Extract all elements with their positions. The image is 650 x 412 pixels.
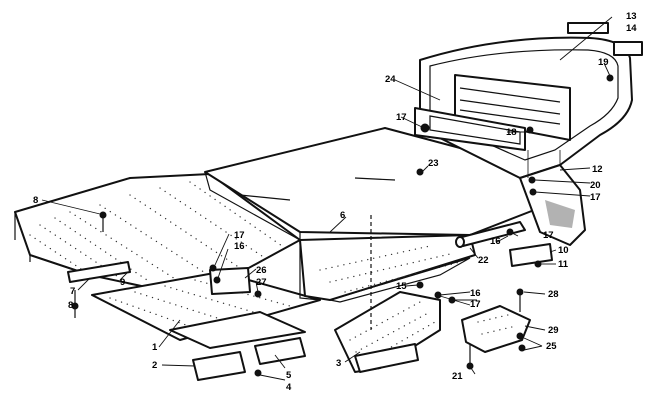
callout-17a: 17 [234,230,245,241]
callout-10: 10 [558,245,569,256]
callout-8b: 8 [68,300,73,311]
bracket-10 [509,243,553,267]
nut-16b [213,276,221,284]
step-bracket [334,291,441,373]
footrest-plate [91,271,321,349]
callout-15: 15 [396,281,407,292]
callout-7: 7 [70,286,75,297]
callout-24: 24 [385,74,396,85]
decal-13 [567,22,609,34]
callout-17c: 17 [543,230,554,241]
screw-23 [416,168,424,176]
callout-3: 3 [336,358,341,369]
callout-27: 27 [256,277,267,288]
callout-25: 25 [546,341,557,352]
callout-4: 4 [286,382,292,393]
callout-8a: 8 [33,195,38,206]
decal-2 [192,351,246,381]
decal-14 [613,41,643,56]
callout-labels: 1 2 3 4 5 6 7 8 8 9 10 11 12 13 14 15 16… [33,11,637,393]
washer-20 [528,176,536,184]
nut-25b [518,344,526,352]
callout-26: 26 [256,265,267,276]
bolt-17a [420,123,430,133]
main-floor-board [204,127,561,303]
callout-2: 2 [152,360,157,371]
callout-28: 28 [548,289,559,300]
screw-4 [254,369,262,377]
clip-26 [209,267,251,295]
small-parts [67,22,643,381]
nut-17b [209,264,217,272]
callout-6: 6 [340,210,345,221]
nut-17d [506,228,514,236]
seat-back-assembly [414,36,633,246]
callout-14: 14 [626,23,637,34]
callout-20: 20 [590,180,601,191]
callout-29: 29 [548,325,559,336]
callout-19: 19 [598,57,609,68]
callout-5: 5 [286,370,292,381]
decal-5 [254,337,306,365]
leader-lines [41,16,613,381]
callout-17d: 17 [470,299,481,310]
callout-9: 9 [120,277,125,288]
side-tube [455,221,526,248]
callout-11: 11 [558,259,569,270]
callout-16a: 16 [234,241,245,252]
callout-21: 21 [452,371,463,382]
callout-16c: 16 [470,288,481,299]
hinge-bracket [461,305,531,353]
strip-7 [67,261,131,283]
callout-18: 18 [506,127,517,138]
callout-16b: 16 [490,236,501,247]
callout-17b: 17 [396,112,407,123]
callout-12: 12 [592,164,603,175]
callout-1: 1 [152,342,158,353]
callout-17e: 17 [590,192,601,203]
callout-13: 13 [626,11,637,22]
callout-22: 22 [478,255,489,266]
nut-25a [516,332,524,340]
callout-23: 23 [428,158,439,169]
screw-18 [526,126,534,134]
